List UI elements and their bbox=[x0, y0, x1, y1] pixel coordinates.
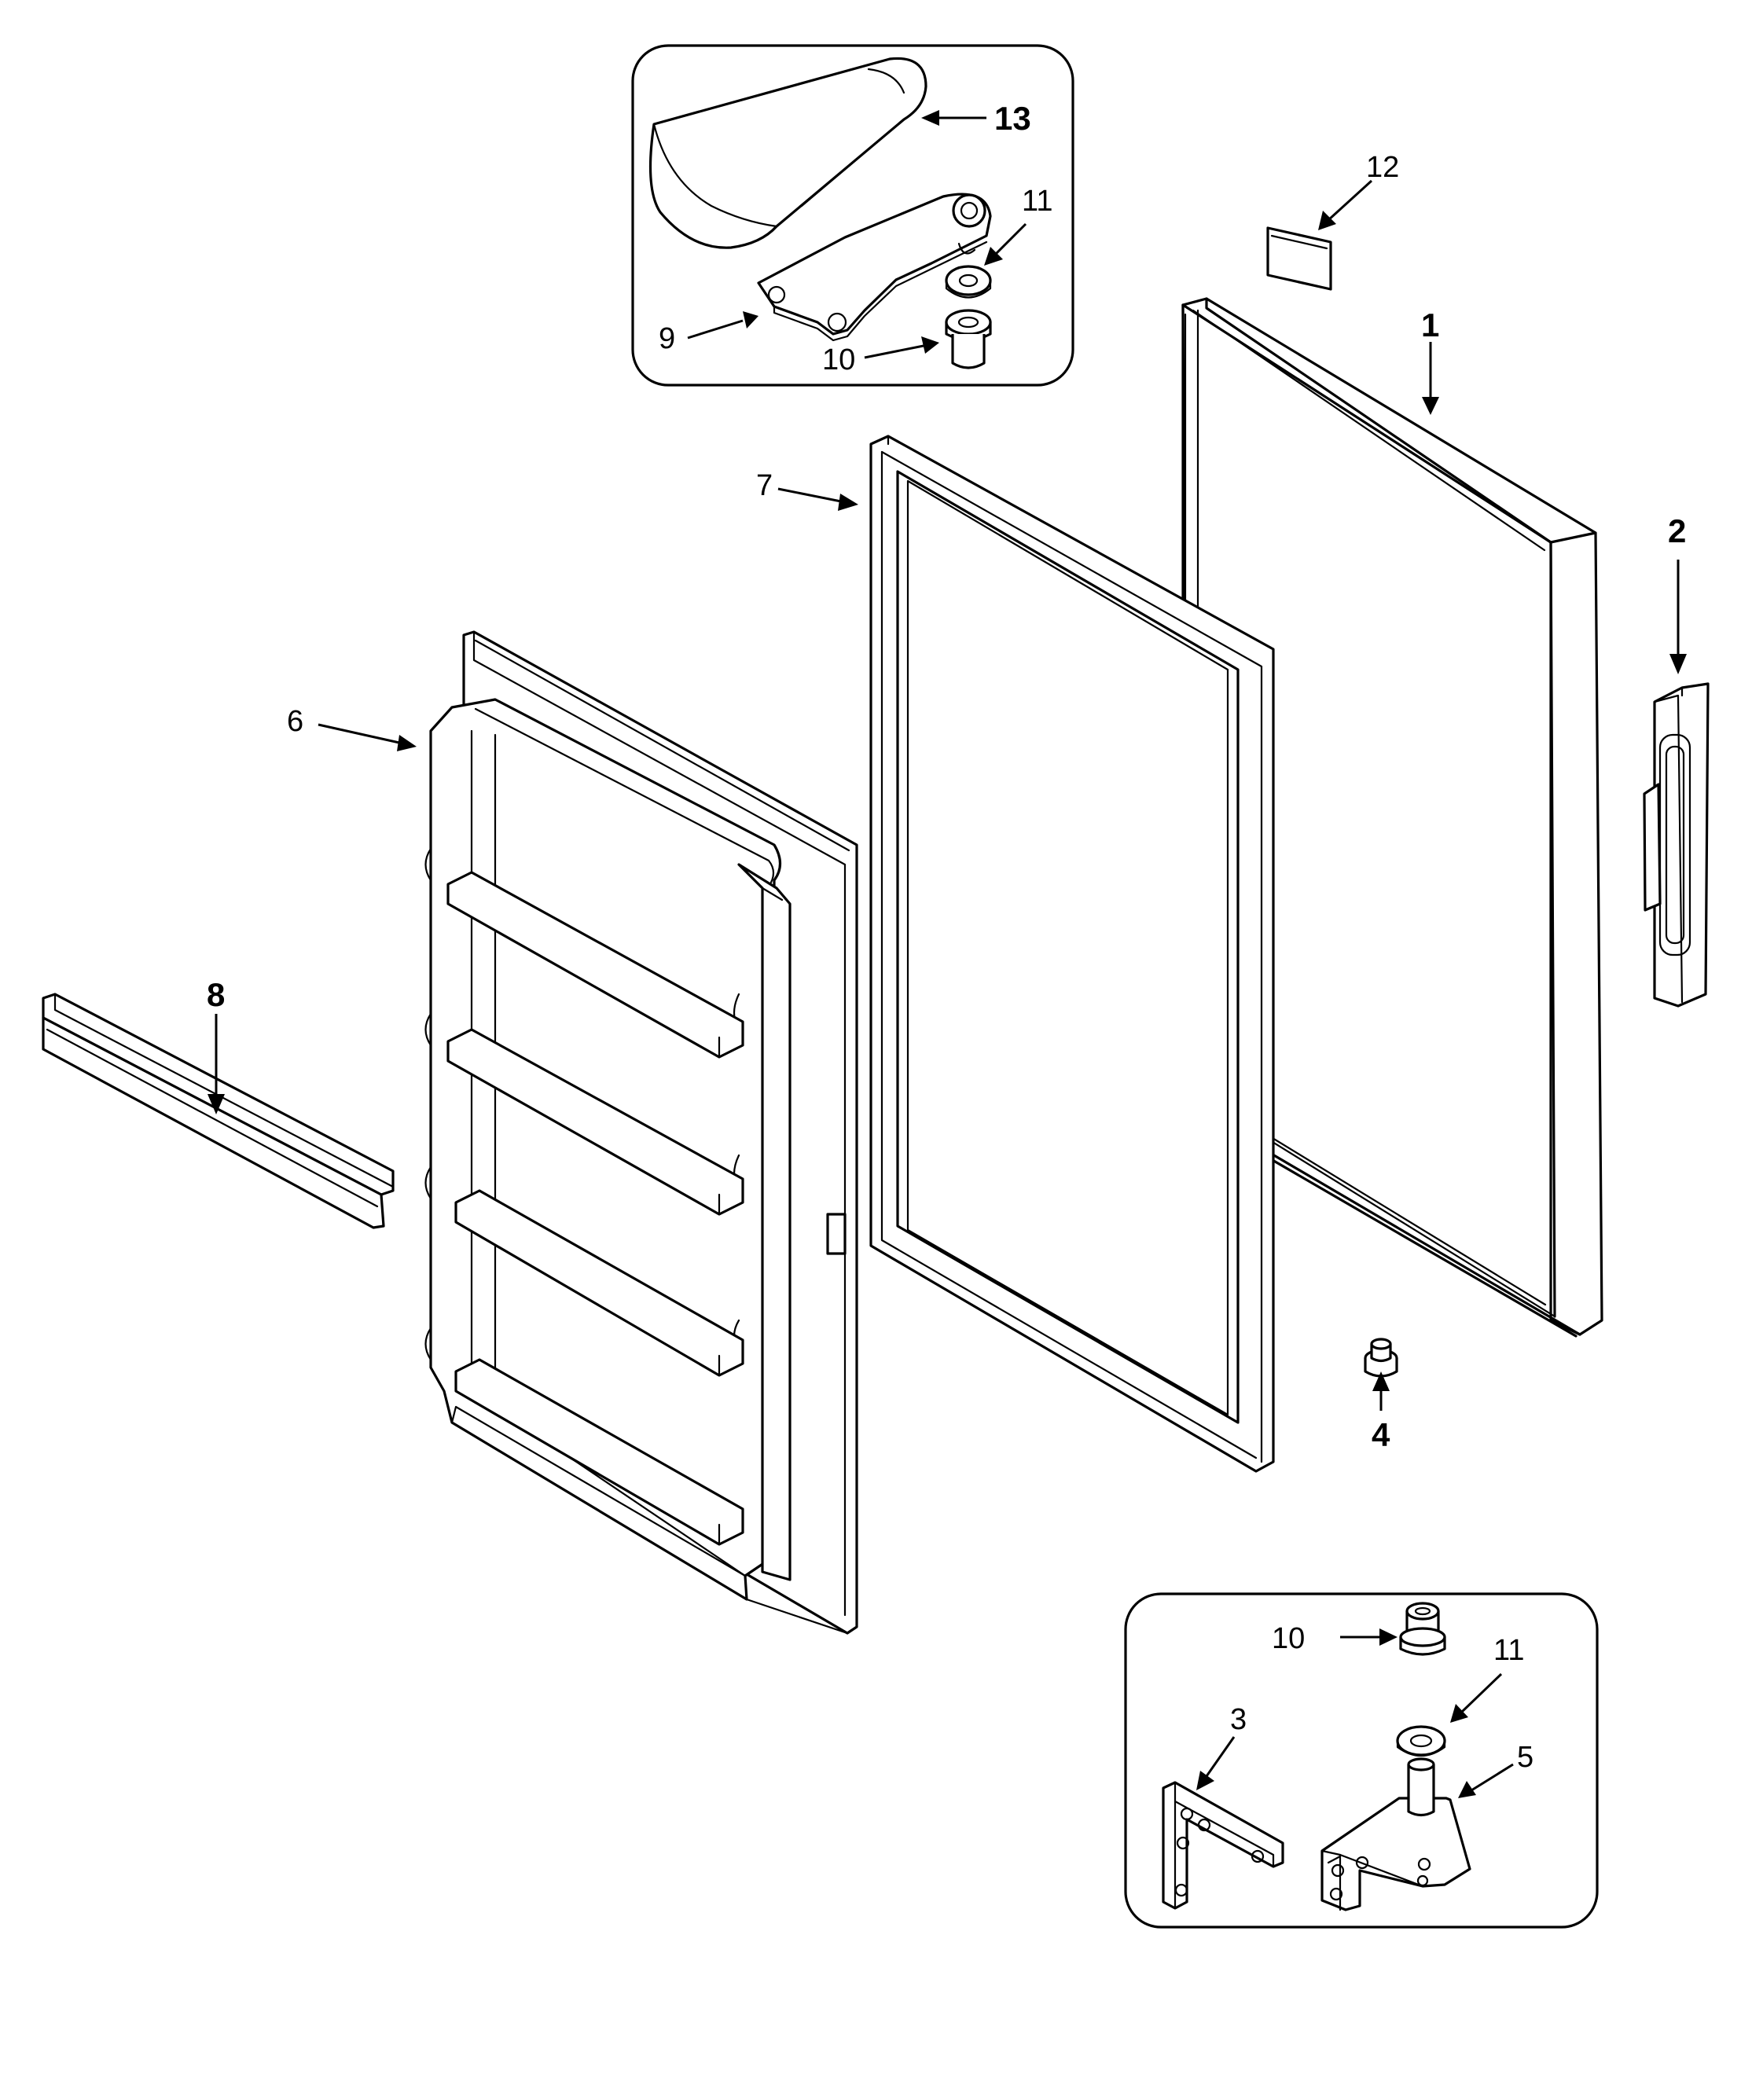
callout-labels: 13 11 9 10 12 1 2 7 6 8 4 10 11 3 5 bbox=[207, 100, 1686, 1774]
top-inset-frame bbox=[631, 44, 1074, 387]
outer-door-part-1 bbox=[1181, 297, 1603, 1338]
bottom-hinge-inset bbox=[1124, 1592, 1599, 1929]
door-handle-part-2 bbox=[1643, 682, 1710, 1008]
liner-latch-slot bbox=[826, 1213, 847, 1255]
top-hinge-plate-part-9 bbox=[757, 193, 992, 342]
callout-3: 3 bbox=[1230, 1703, 1247, 1736]
plug-part-4 bbox=[1364, 1338, 1398, 1378]
callout-2: 2 bbox=[1668, 512, 1686, 549]
callout-6: 6 bbox=[287, 705, 303, 738]
callout-4: 4 bbox=[1372, 1416, 1390, 1453]
washer-part-11-bottom bbox=[1396, 1725, 1446, 1757]
door-shelves bbox=[446, 871, 744, 1546]
bottom-inset-frame bbox=[1124, 1592, 1599, 1929]
callout-5: 5 bbox=[1517, 1741, 1533, 1774]
callout-7: 7 bbox=[756, 469, 773, 502]
bushing-part-10-bottom bbox=[1399, 1602, 1446, 1656]
trim-strip-part-8 bbox=[42, 993, 395, 1229]
callout-12: 12 bbox=[1366, 151, 1399, 184]
callout-11-top: 11 bbox=[1022, 185, 1052, 218]
door-liner-part-6 bbox=[424, 630, 858, 1635]
callout-11-bottom: 11 bbox=[1493, 1634, 1524, 1667]
label-part-12 bbox=[1266, 226, 1332, 291]
door-gasket-part-7 bbox=[869, 435, 1275, 1473]
hinge-cover-part-13 bbox=[648, 57, 927, 249]
bushing-part-10-top bbox=[945, 309, 992, 369]
top-hinge-inset bbox=[631, 44, 1074, 387]
callout-9: 9 bbox=[659, 322, 675, 355]
bottom-hinge-part-5 bbox=[1320, 1757, 1471, 1911]
washer-part-11-top bbox=[945, 265, 992, 299]
hinge-bracket-part-3 bbox=[1162, 1781, 1284, 1910]
callout-10-top: 10 bbox=[822, 343, 855, 376]
callout-10-bottom: 10 bbox=[1272, 1622, 1305, 1655]
callout-8: 8 bbox=[207, 976, 225, 1013]
callout-arrows bbox=[208, 110, 1687, 1798]
callout-13: 13 bbox=[994, 100, 1031, 137]
callout-1: 1 bbox=[1421, 307, 1439, 343]
